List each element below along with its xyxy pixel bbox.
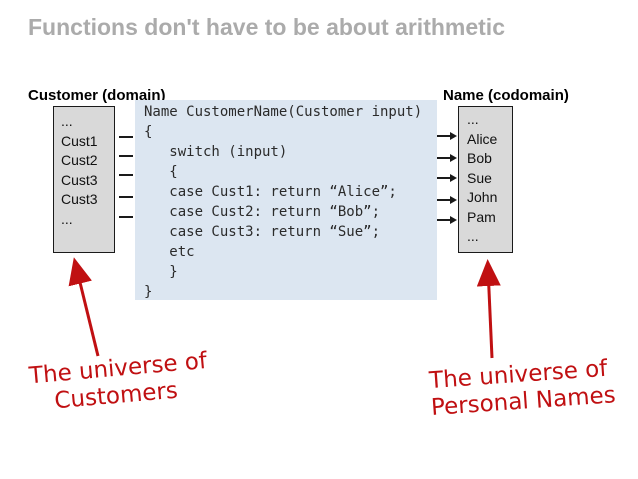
universe-annotation-left: The universe of Customers — [28, 348, 208, 418]
mapping-arrow-icon — [437, 154, 458, 162]
codomain-item: ... — [467, 228, 479, 244]
codomain-box: ... Alice Bob Sue John Pam ... — [458, 106, 513, 253]
mapping-arrow-tail — [119, 174, 133, 176]
domain-item: Cust3 — [61, 191, 98, 207]
domain-item: Cust3 — [61, 171, 98, 188]
mapping-arrow-icon — [437, 196, 458, 204]
codomain-item: ... — [467, 111, 479, 127]
domain-label: Customer (domain) — [28, 87, 166, 104]
domain-item: ... — [61, 210, 73, 227]
universe-arrow-right-icon — [476, 259, 501, 359]
universe-annotation-right: The universe of Personal Names — [428, 356, 616, 422]
domain-item: ... — [61, 113, 73, 129]
mapping-arrow-tail — [119, 136, 133, 138]
codomain-item: Pam — [467, 208, 496, 225]
mapping-arrow-icon — [437, 132, 458, 140]
codomain-label: Name (codomain) — [443, 87, 569, 104]
slide-title: Functions don't have to be about arithme… — [28, 14, 505, 40]
domain-box: ... Cust1 Cust2 Cust3 Cust3 ... — [53, 106, 115, 253]
domain-item: Cust1 — [61, 132, 98, 149]
domain-item: Cust2 — [61, 152, 98, 168]
mapping-arrow-tail — [119, 196, 133, 198]
function-code: Name CustomerName(Customer input) { swit… — [144, 104, 423, 300]
universe-arrow-left-icon — [68, 257, 100, 357]
mapping-arrow-icon — [437, 174, 458, 182]
mapping-arrow-tail — [119, 216, 133, 218]
mapping-arrow-icon — [437, 216, 458, 224]
codomain-item: Bob — [467, 150, 492, 166]
codomain-item: John — [467, 189, 498, 205]
function-code-box: Name CustomerName(Customer input) { swit… — [135, 100, 437, 300]
codomain-item: Sue — [467, 169, 492, 186]
mapping-arrow-tail — [119, 155, 133, 157]
codomain-item: Alice — [467, 130, 498, 147]
